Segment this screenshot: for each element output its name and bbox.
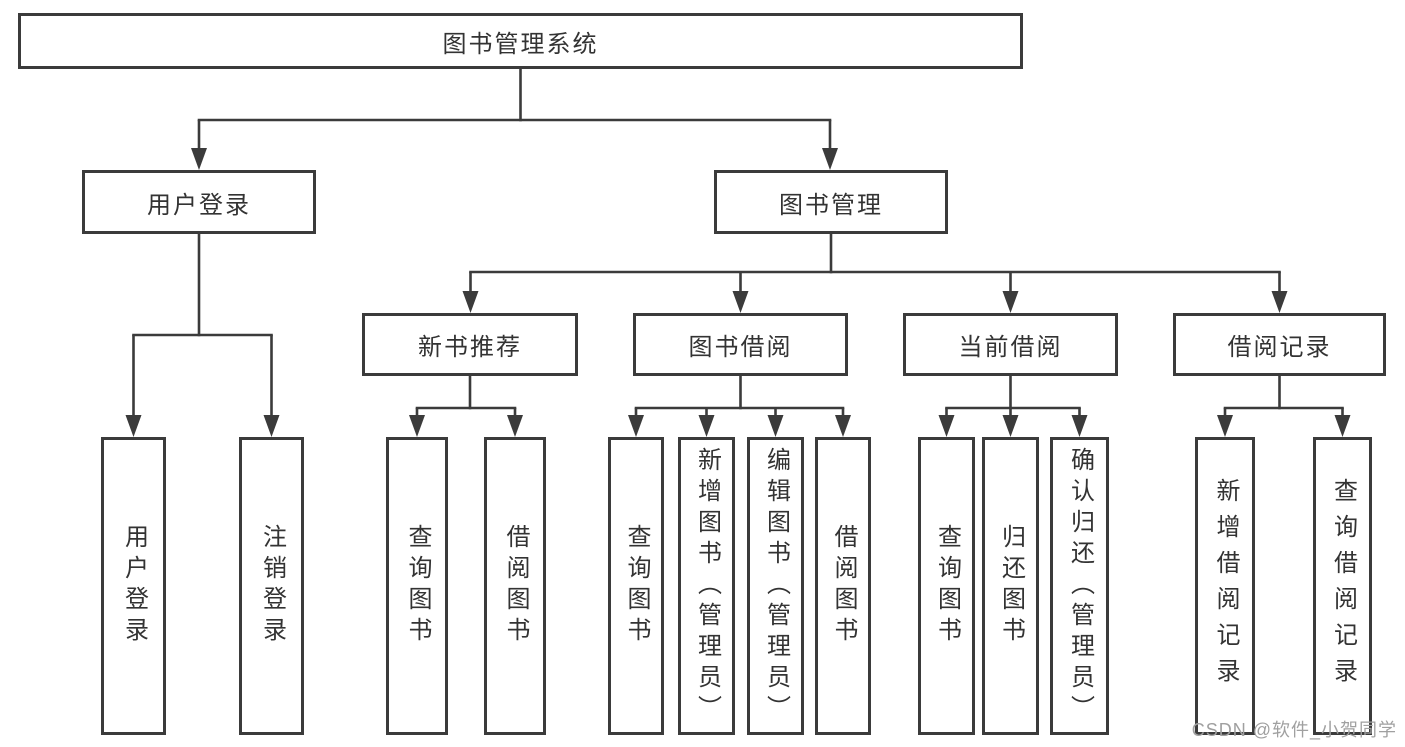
leaf-add-books-admin: 新增图书（管理员）	[678, 437, 735, 735]
leaf-borrow-books-recommend-label: 借阅图书	[502, 524, 529, 648]
leaf-borrow-books-borrowing-label: 借阅图书	[830, 524, 857, 648]
node-current-borrowing-label: 当前借阅	[958, 334, 1063, 361]
leaf-confirm-return-admin: 确认归还（管理员）	[1050, 437, 1109, 735]
node-library-system: 图书管理系统	[18, 13, 1023, 69]
leaf-return-books-label: 归还图书	[997, 524, 1025, 648]
leaf-return-books: 归还图书	[982, 437, 1039, 735]
leaf-add-borrow-record: 新增借阅记录	[1195, 437, 1255, 735]
leaf-user-login-label: 用户登录	[120, 524, 148, 648]
node-user-login: 用户登录	[82, 170, 316, 234]
leaf-query-borrow-record: 查询借阅记录	[1313, 437, 1372, 735]
node-user-login-label: 用户登录	[147, 191, 251, 219]
leaf-query-books-borrowing: 查询图书	[608, 437, 664, 735]
node-book-borrowing-label: 图书借阅	[688, 334, 793, 361]
leaf-edit-books-admin-label: 编辑图书（管理员）	[762, 446, 790, 726]
node-new-book-recommendation-label: 新书推荐	[418, 334, 522, 361]
leaf-borrow-books-borrowing: 借阅图书	[815, 437, 871, 735]
leaf-query-books-borrowing-label: 查询图书	[623, 524, 650, 648]
leaf-logout: 注销登录	[239, 437, 304, 735]
leaf-query-borrow-record-label: 查询借阅记录	[1329, 478, 1357, 694]
leaf-user-login: 用户登录	[101, 437, 166, 735]
node-borrowing-records-label: 借阅记录	[1227, 334, 1332, 361]
leaf-query-books-recommend: 查询图书	[386, 437, 448, 735]
node-book-management-label: 图书管理	[779, 191, 883, 219]
node-borrowing-records: 借阅记录	[1173, 313, 1386, 376]
csdn-watermark: CSDN @软件_小贺同学	[1191, 720, 1397, 740]
arrowheads	[125, 148, 1351, 437]
leaf-borrow-books-recommend: 借阅图书	[484, 437, 546, 735]
leaf-logout-label: 注销登录	[258, 524, 286, 648]
leaf-edit-books-admin: 编辑图书（管理员）	[747, 437, 804, 735]
node-book-management: 图书管理	[714, 170, 948, 234]
leaf-query-books-current: 查询图书	[918, 437, 975, 735]
leaf-confirm-return-admin-label: 确认归还（管理员）	[1066, 446, 1094, 726]
leaf-query-books-recommend-label: 查询图书	[404, 524, 431, 648]
leaf-add-borrow-record-label: 新增借阅记录	[1212, 478, 1239, 694]
node-library-system-label: 图书管理系统	[442, 30, 599, 58]
leaf-add-books-admin-label: 新增图书（管理员）	[693, 446, 721, 726]
node-current-borrowing: 当前借阅	[903, 313, 1118, 376]
leaf-query-books-current-label: 查询图书	[933, 524, 961, 648]
node-book-borrowing: 图书借阅	[633, 313, 848, 376]
node-new-book-recommendation: 新书推荐	[362, 313, 578, 376]
